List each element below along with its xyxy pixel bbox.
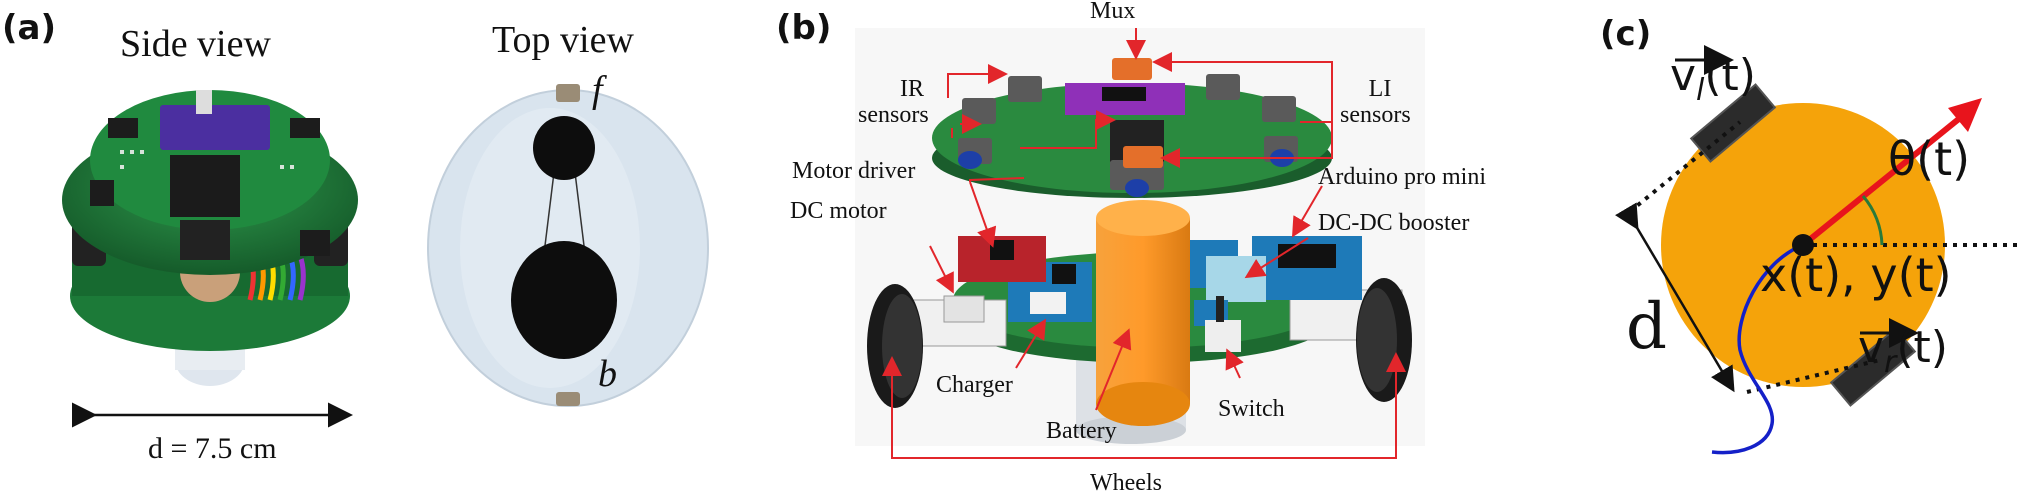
motor-driver-label: Motor driver — [792, 158, 916, 184]
top-view-robot-photo — [427, 84, 709, 407]
dc-dc-booster-label: DC-DC booster — [1318, 210, 1470, 236]
trajectory-curve — [1711, 243, 1804, 455]
panel-label-c: (c) — [1600, 14, 1652, 54]
wheel-distance-label: d — [1626, 290, 1667, 364]
wheel-separation-arrow — [1615, 202, 1735, 393]
position-label: x(t), y(t) — [1760, 248, 1952, 302]
charger-label: Charger — [936, 372, 1013, 398]
heading-arrowhead — [1948, 98, 1982, 132]
v-left-argument: (t) — [1704, 50, 1756, 101]
v-left-label: vl(t) — [1670, 50, 1756, 108]
switch-label: Switch — [1218, 396, 1285, 422]
ir-sensors-label-2: sensors — [858, 102, 929, 128]
top-view-title: Top view — [492, 19, 634, 61]
v-right-argument: (t) — [1896, 322, 1948, 373]
mux-label: Mux — [1090, 0, 1136, 24]
front-marker-label: f — [592, 69, 603, 111]
panel-label-a: (a) — [2, 8, 57, 48]
side-view-robot-photo — [62, 90, 358, 386]
ir-sensors-label-1: IR — [900, 76, 924, 102]
panel-label-b: (b) — [776, 8, 832, 48]
center-point — [1792, 234, 1814, 256]
dc-motor-label: DC motor — [790, 198, 887, 224]
v-left-subscript: l — [1696, 72, 1705, 108]
arduino-label: Arduino pro mini — [1318, 164, 1486, 190]
v-right-symbol: v — [1858, 322, 1885, 373]
back-marker-dot — [511, 241, 617, 359]
v-left-symbol: v — [1670, 50, 1697, 101]
diameter-label: d = 7.5 cm — [148, 432, 277, 465]
v-right-label: vr(t) — [1858, 322, 1948, 380]
wheels-label: Wheels — [1090, 470, 1162, 496]
battery-label: Battery — [1046, 418, 1117, 444]
front-marker-dot — [533, 116, 595, 180]
side-view-title: Side view — [120, 23, 271, 65]
v-right-subscript: r — [1884, 344, 1897, 380]
heading-line — [1801, 115, 1962, 248]
li-sensors-label-1: LI — [1368, 76, 1392, 102]
theta-arc — [1861, 195, 1884, 246]
back-marker-label: b — [598, 353, 617, 395]
li-sensors-label-2: sensors — [1340, 102, 1411, 128]
callout-lines — [882, 28, 1406, 459]
kinematic-diagram — [1615, 83, 2022, 455]
theta-label: θ(t) — [1888, 132, 1971, 186]
